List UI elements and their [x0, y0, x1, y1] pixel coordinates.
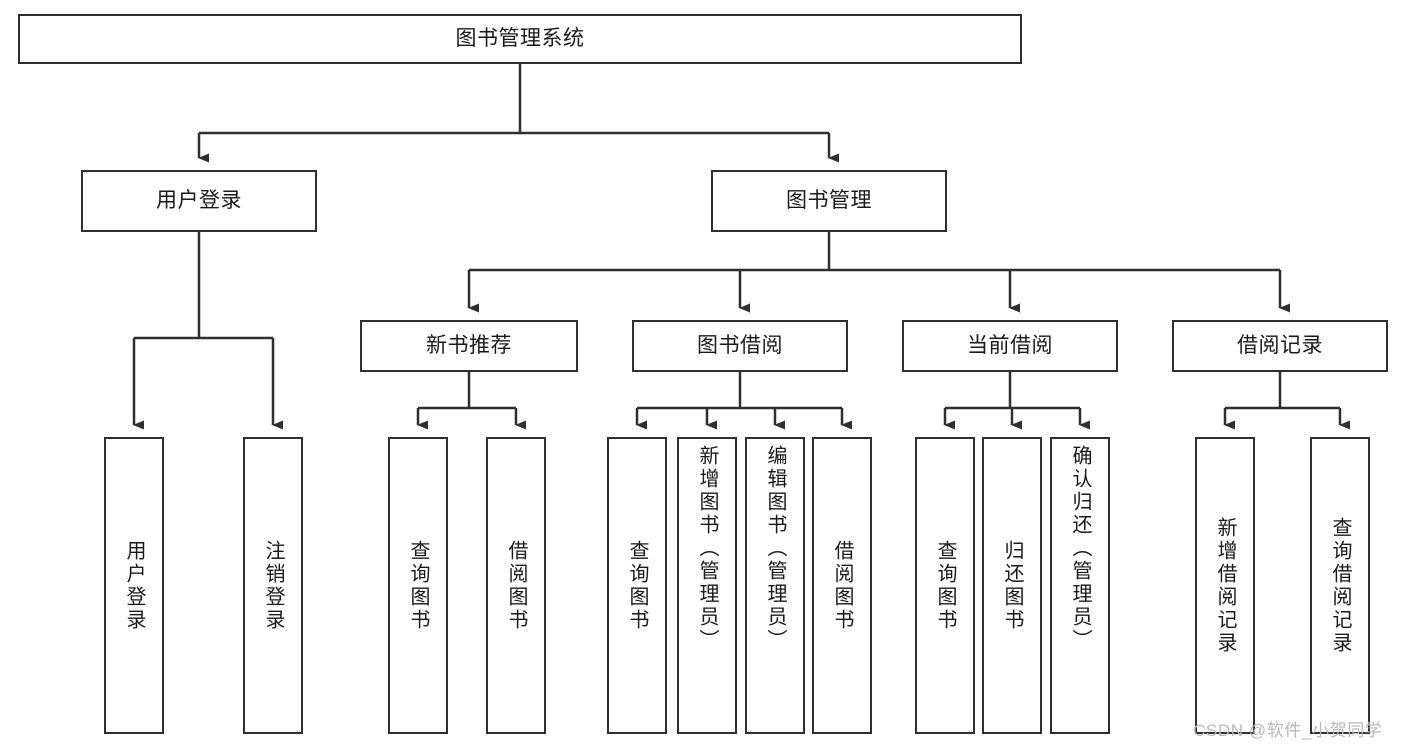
leaf-query-book-current[interactable]: 查询图书	[915, 437, 975, 734]
leaf-label: 用户登录	[123, 539, 145, 632]
leaf-user-login[interactable]: 用户登录	[104, 437, 164, 734]
leaf-label: 查询借阅记录	[1329, 516, 1351, 655]
node-label: 当前借阅	[967, 333, 1053, 357]
leaf-label: 归还图书	[1001, 539, 1023, 632]
leaf-label: 新增图书（管理员）	[696, 445, 718, 652]
leaf-logout[interactable]: 注销登录	[243, 437, 303, 734]
node-label: 图书管理系统	[455, 26, 585, 50]
connector-userlogin-to-leaves	[132, 232, 283, 430]
node-user-login[interactable]: 用户登录	[81, 170, 317, 232]
connector-newbook-to-leaves	[416, 372, 526, 430]
leaf-return-book[interactable]: 归还图书	[982, 437, 1042, 734]
node-label: 借阅记录	[1237, 333, 1323, 357]
node-book-borrow[interactable]: 图书借阅	[632, 320, 848, 372]
leaf-add-book-admin[interactable]: 新增图书（管理员）	[677, 437, 737, 734]
leaf-label: 借阅图书	[831, 539, 853, 632]
connector-borrow-to-leaves	[635, 372, 852, 430]
leaf-label: 新增借阅记录	[1214, 516, 1236, 655]
node-root-system[interactable]: 图书管理系统	[18, 14, 1022, 64]
leaf-borrow-book-recommend[interactable]: 借阅图书	[486, 437, 546, 734]
node-label: 新书推荐	[426, 333, 512, 357]
leaf-borrow-book[interactable]: 借阅图书	[812, 437, 872, 734]
connector-records-to-leaves	[1223, 372, 1350, 430]
node-label: 用户登录	[156, 188, 242, 212]
leaf-label: 查询图书	[407, 539, 429, 632]
leaf-label: 借阅图书	[505, 539, 527, 632]
node-borrow-records[interactable]: 借阅记录	[1172, 320, 1388, 372]
leaf-query-borrow-record[interactable]: 查询借阅记录	[1310, 437, 1370, 734]
node-book-management[interactable]: 图书管理	[711, 170, 947, 232]
leaf-add-borrow-record[interactable]: 新增借阅记录	[1195, 437, 1255, 734]
node-label: 图书管理	[786, 188, 872, 212]
leaf-query-book-recommend[interactable]: 查询图书	[388, 437, 448, 734]
node-new-book-recommend[interactable]: 新书推荐	[360, 320, 578, 372]
connector-current-to-leaves	[943, 372, 1090, 430]
node-label: 图书借阅	[697, 333, 783, 357]
leaf-label: 查询图书	[626, 539, 648, 632]
leaf-confirm-return-admin[interactable]: 确认归还（管理员）	[1050, 437, 1110, 734]
node-current-borrow[interactable]: 当前借阅	[902, 320, 1118, 372]
leaf-query-book-borrow[interactable]: 查询图书	[607, 437, 667, 734]
leaf-label: 注销登录	[262, 539, 284, 632]
leaf-edit-book-admin[interactable]: 编辑图书（管理员）	[745, 437, 805, 734]
leaf-label: 编辑图书（管理员）	[764, 445, 786, 652]
connector-bookmgmt-to-level3	[467, 232, 1290, 313]
connector-root-to-level2	[197, 64, 839, 163]
leaf-label: 查询图书	[934, 539, 956, 632]
leaf-label: 确认归还（管理员）	[1069, 445, 1091, 652]
